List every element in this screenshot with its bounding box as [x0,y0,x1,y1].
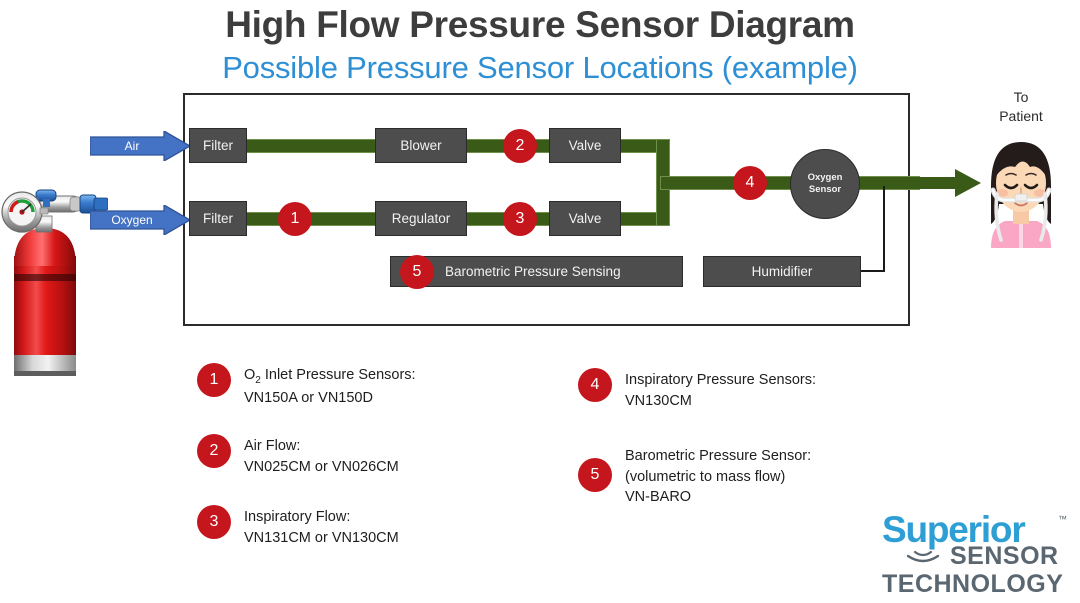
legend-marker-4-label: 4 [590,376,600,393]
humidifier-connector-vertical [883,186,885,272]
page-title: High Flow Pressure Sensor Diagram [225,4,855,45]
box-filter-air-label: Filter [203,138,233,153]
marker-5-label: 5 [412,263,422,280]
legend-item-3: 3 Inspiratory Flow: VN131CM or VN130CM [197,505,399,548]
box-blower-label: Blower [400,138,442,153]
legend-marker-1[interactable]: 1 [197,363,231,397]
legend-text-3: Inspiratory Flow: VN131CM or VN130CM [244,505,399,548]
box-valve-air-label: Valve [568,138,602,153]
legend-marker-1-label: 1 [209,371,219,388]
legend-5-line1: Barometric Pressure Sensor: [625,448,812,464]
box-humidifier[interactable]: Humidifier [703,256,861,287]
legend-marker-2[interactable]: 2 [197,434,231,468]
legend-text-4: Inspiratory Pressure Sensors: VN130CM [625,368,816,411]
box-filter-oxygen[interactable]: Filter [189,201,247,236]
legend-1-line1: O2 Inlet Pressure Sensors: [244,365,416,388]
marker-2-label: 2 [515,137,525,154]
logo-word-sensor: SENSOR [950,542,1059,570]
marker-1[interactable]: 1 [278,202,312,236]
legend-1-o: O [244,367,256,383]
legend-5-line2: (volumetric to mass flow) [625,468,786,485]
page-subtitle: Possible Pressure Sensor Locations (exam… [222,50,858,85]
legend-marker-3[interactable]: 3 [197,505,231,539]
box-regulator-label: Regulator [391,211,451,226]
oxygen-sensor-node[interactable]: Oxygen Sensor [790,149,860,219]
box-filter-air[interactable]: Filter [189,128,247,163]
legend-4-line2: VN130CM [625,392,692,409]
logo-wave-inner [913,550,933,557]
legend-1-sub: 2 [255,374,261,386]
box-valve-oxygen[interactable]: Valve [549,201,621,236]
device-enclosure [183,93,910,326]
legend-item-1: 1 O2 Inlet Pressure Sensors: VN150A or V… [197,363,416,409]
box-blower[interactable]: Blower [375,128,467,163]
legend-5-line3: VN-BARO [625,489,692,506]
legend-marker-3-label: 3 [209,513,219,530]
air-input-arrow: Air [90,131,190,161]
box-valve-air[interactable]: Valve [549,128,621,163]
box-humidifier-label: Humidifier [751,264,813,279]
logo-artwork: Superior ™ SENSOR TECHNOLOGY [882,509,1067,598]
marker-3[interactable]: 3 [503,202,537,236]
box-filter-oxygen-label: Filter [203,211,233,226]
marker-1-label: 1 [290,210,300,227]
logo-trademark: ™ [1058,514,1067,524]
patient-illustration [990,142,1052,248]
box-barometric-pressure-sensing[interactable]: Barometric Pressure Sensing [390,256,683,287]
legend-item-4: 4 Inspiratory Pressure Sensors: VN130CM [578,368,816,411]
to-patient-line2: Patient [999,107,1043,124]
marker-2[interactable]: 2 [503,129,537,163]
logo-wave-outer [906,554,940,563]
oxygen-sensor-line2: Sensor [808,184,842,195]
legend-text-1: O2 Inlet Pressure Sensors: VN150A or VN1… [244,363,416,409]
legend-3-line1: Inspiratory Flow: [244,509,351,525]
box-regulator[interactable]: Regulator [375,201,467,236]
legend-1-rest: Inlet Pressure Sensors: [260,367,416,383]
to-patient-label: To Patient [975,88,1067,126]
legend-marker-5[interactable]: 5 [578,458,612,492]
marker-3-label: 3 [515,210,525,227]
oxygen-tank-illustration [1,189,108,376]
legend-2-line1: Air Flow: [244,438,301,454]
logo-word-technology: TECHNOLOGY [882,570,1063,596]
pipe-air-filter-to-blower [243,139,380,153]
to-patient-line1: To [1013,89,1029,105]
legend-text-2: Air Flow: VN025CM or VN026CM [244,434,399,477]
legend-3-line2: VN131CM or VN130CM [244,529,399,546]
to-patient-arrow-icon [905,169,981,197]
marker-4-label: 4 [745,174,755,191]
legend-marker-5-label: 5 [590,466,600,483]
oxygen-sensor-line1: Oxygen [807,172,843,184]
superior-sensor-technology-logo: Superior ™ SENSOR TECHNOLOGY [882,508,1074,598]
humidifier-connector-horizontal [861,270,885,272]
legend-item-5: 5 Barometric Pressure Sensor: (volumetri… [578,444,811,508]
box-valve-oxygen-label: Valve [568,211,602,226]
legend-4-line1: Inspiratory Pressure Sensors: [625,372,816,388]
legend-text-5: Barometric Pressure Sensor: (volumetric … [625,444,811,508]
box-barometric-label: Barometric Pressure Sensing [445,264,621,279]
legend-1-line2: VN150A or VN150D [244,390,373,407]
marker-5[interactable]: 5 [400,255,434,289]
legend-2-line2: VN025CM or VN026CM [244,458,399,475]
legend-marker-2-label: 2 [209,442,219,459]
logo-word-superior: Superior [882,509,1025,550]
legend-marker-4[interactable]: 4 [578,368,612,402]
legend-item-2: 2 Air Flow: VN025CM or VN026CM [197,434,399,477]
oxygen-input-arrow: Oxygen [90,205,190,235]
marker-4[interactable]: 4 [733,166,767,200]
